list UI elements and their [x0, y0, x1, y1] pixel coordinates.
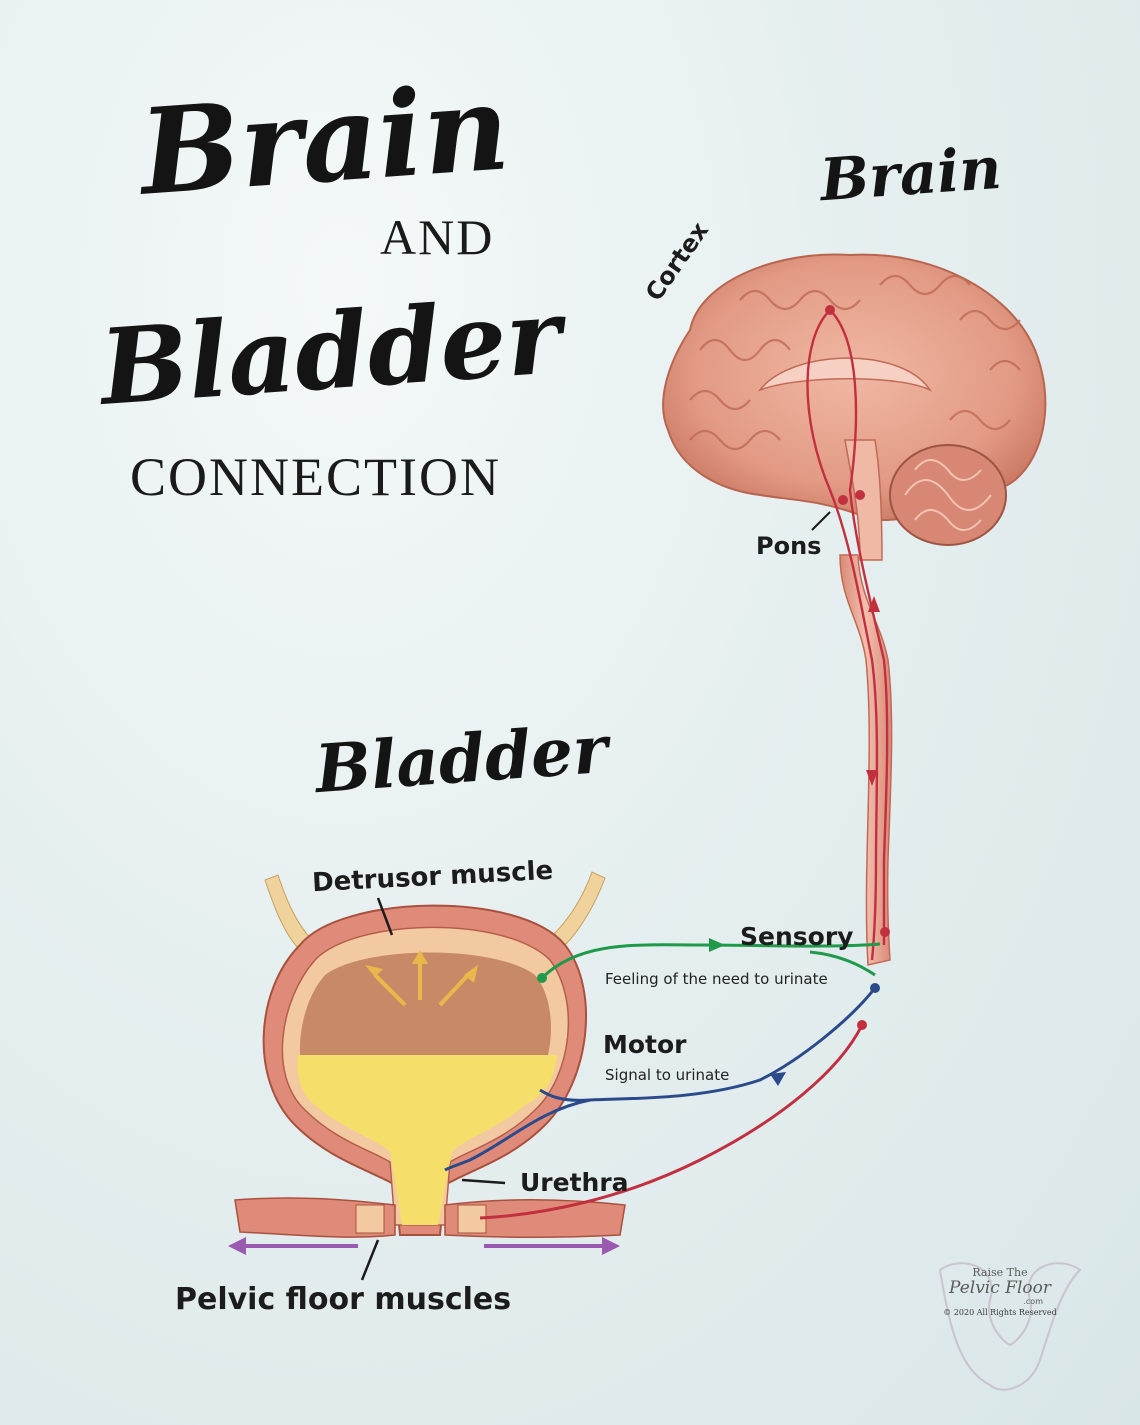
logo-line3: .com — [1023, 1297, 1043, 1306]
logo-line2: Pelvic Floor — [949, 1278, 1051, 1298]
logo-copyright: © 2020 All Rights Reserved — [943, 1308, 1057, 1317]
brain-illustration — [662, 253, 1047, 561]
label-sensory: Sensory — [740, 922, 854, 951]
label-pelvic-floor: Pelvic floor muscles — [175, 1282, 512, 1317]
label-urethra: Urethra — [520, 1168, 629, 1197]
logo-pelvis-outline — [938, 1262, 1082, 1391]
bladder-illustration — [262, 871, 606, 1236]
pelvic-floor-illustration — [234, 1197, 626, 1238]
spinal-cord — [839, 554, 893, 966]
logo-line1: Raise The — [972, 1266, 1028, 1279]
title-and: AND — [380, 209, 495, 265]
label-motor-desc: Signal to urinate — [605, 1066, 730, 1084]
label-motor: Motor — [603, 1030, 687, 1059]
label-pons: Pons — [756, 532, 822, 560]
brand-logo: Raise The Pelvic Floor .com © 2020 All R… — [935, 1262, 1065, 1317]
title-connection: CONNECTION — [130, 447, 501, 507]
label-sensory-desc: Feeling of the need to urinate — [605, 970, 828, 988]
